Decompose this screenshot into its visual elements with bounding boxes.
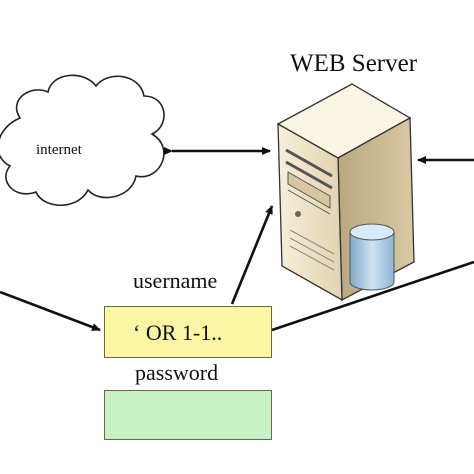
cloud-icon — [0, 74, 165, 206]
username-field: ‘ OR 1-1.. — [104, 306, 272, 358]
server-title: WEB Server — [290, 50, 418, 77]
arrow-left-username — [0, 290, 101, 332]
database-icon — [349, 223, 395, 291]
line-username-right — [271, 260, 474, 332]
connection-arrows — [0, 147, 474, 332]
arrow-username-server — [230, 205, 274, 305]
username-label: username — [133, 268, 218, 293]
cloud-label: internet — [36, 142, 82, 158]
password-field — [104, 390, 272, 440]
password-label: password — [135, 360, 219, 385]
